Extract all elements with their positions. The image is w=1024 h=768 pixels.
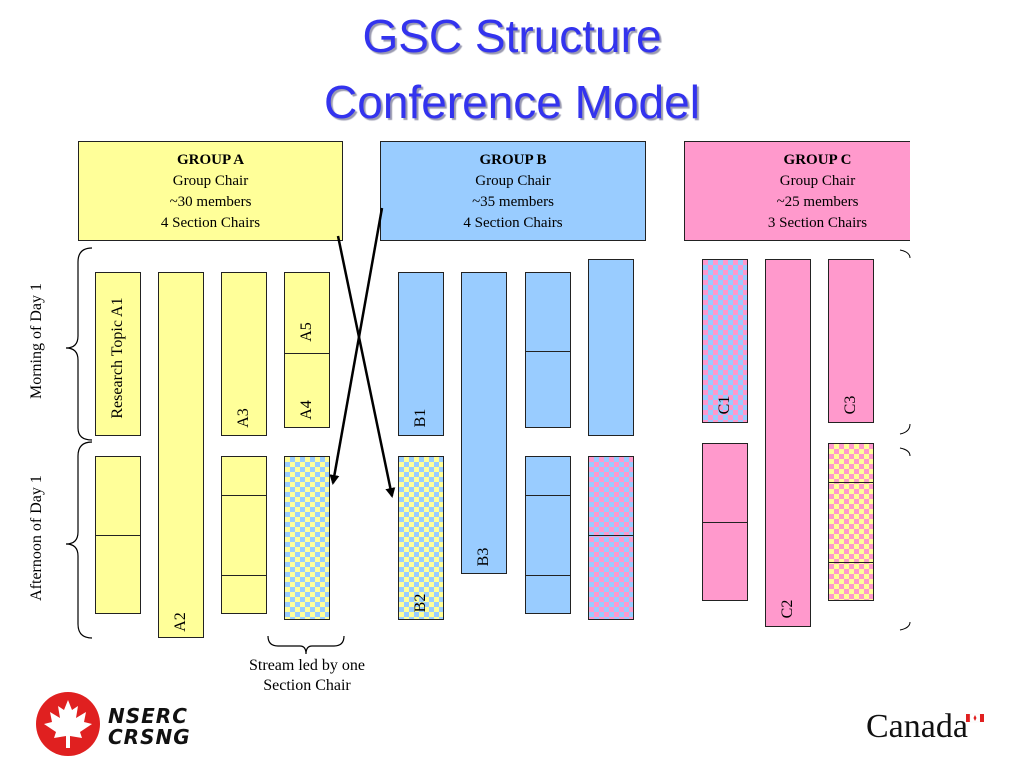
hybrid-stream-cy bbox=[828, 443, 874, 601]
stream-divider bbox=[589, 535, 633, 536]
group-b-box: GROUP B Group Chair ~35 members 4 Sectio… bbox=[380, 141, 646, 241]
arrow-a-to-b2 bbox=[336, 235, 396, 498]
stream-c3 bbox=[828, 259, 874, 423]
stream-b5 bbox=[588, 259, 634, 436]
canada-flag-icon bbox=[966, 713, 984, 723]
stream-divider bbox=[829, 482, 873, 483]
slide-title-line-2: Conference Model bbox=[324, 76, 700, 128]
group-a-box: GROUP A Group Chair ~30 members 4 Sectio… bbox=[78, 141, 343, 241]
stream-b3-label: B3 bbox=[475, 547, 492, 567]
group-b-members: ~35 members bbox=[472, 194, 554, 210]
stream-caption-line-2: Section Chair bbox=[263, 677, 351, 694]
stream-a3-afternoon bbox=[221, 456, 267, 614]
stream-divider bbox=[222, 495, 266, 496]
hybrid-stream-ab bbox=[284, 456, 330, 620]
stream-a1-label: Research Topic A1 bbox=[109, 297, 126, 419]
nserc-wordmark: NSERC bbox=[108, 704, 188, 728]
group-c-members: ~25 members bbox=[776, 194, 859, 210]
group-c-name: GROUP C bbox=[783, 152, 852, 168]
right-bracket-afternoon bbox=[899, 447, 911, 457]
slide-title-line-1: GSC Structure bbox=[362, 10, 662, 62]
arrow-b-to-a-hybrid bbox=[329, 207, 384, 485]
group-c-sections: 3 Section Chairs bbox=[767, 215, 868, 231]
stream-a4-a5 bbox=[284, 272, 330, 428]
hybrid-stream-bc bbox=[588, 456, 634, 620]
morning-brace bbox=[65, 247, 93, 441]
stream-caption: Stream led by one Section Chair bbox=[232, 656, 382, 696]
group-b-chair: Group Chair bbox=[475, 173, 551, 189]
group-a-sections: 4 Section Chairs bbox=[160, 215, 261, 231]
stream-b1-label: B1 bbox=[412, 408, 429, 428]
stream-b4 bbox=[525, 272, 571, 428]
stream-a5-label: A5 bbox=[298, 322, 315, 342]
afternoon-brace bbox=[65, 441, 93, 639]
stream-b4-afternoon bbox=[525, 456, 571, 614]
group-b-sections: 4 Section Chairs bbox=[463, 215, 563, 231]
stream-divider bbox=[96, 535, 140, 536]
group-c-box: GROUP C Group Chair ~25 members 3 Sectio… bbox=[684, 141, 910, 241]
right-bracket-afternoon-end bbox=[899, 621, 911, 631]
stream-divider bbox=[222, 575, 266, 576]
stream-brace bbox=[267, 635, 345, 655]
stream-b1 bbox=[398, 272, 444, 436]
stream-caption-line-1: Stream led by one bbox=[249, 657, 365, 674]
stream-a1 bbox=[95, 272, 141, 436]
stream-b2-hybrid bbox=[398, 456, 444, 620]
stream-divider bbox=[285, 353, 329, 354]
stream-c1-label: C1 bbox=[716, 395, 733, 415]
group-a-members: ~30 members bbox=[169, 194, 252, 210]
stream-divider bbox=[526, 575, 570, 576]
stream-divider bbox=[829, 562, 873, 563]
stream-c1-hybrid bbox=[702, 259, 748, 423]
canada-wordmark: Canada bbox=[866, 708, 968, 745]
stream-a4-label: A4 bbox=[298, 400, 315, 420]
stream-divider bbox=[526, 351, 570, 352]
group-c-chair: Group Chair bbox=[779, 173, 856, 189]
stream-a2 bbox=[158, 272, 204, 638]
stream-c3-label: C3 bbox=[842, 395, 859, 415]
stream-b2-label: B2 bbox=[412, 593, 429, 613]
stream-c2-label: C2 bbox=[779, 599, 796, 619]
crsng-wordmark: CRSNG bbox=[108, 725, 191, 749]
morning-session-label: Morning of Day 1 bbox=[28, 283, 45, 399]
afternoon-session-label: Afternoon of Day 1 bbox=[28, 475, 45, 601]
stream-a1-afternoon bbox=[95, 456, 141, 614]
stream-divider bbox=[703, 522, 747, 523]
stream-b3 bbox=[461, 272, 507, 574]
stream-a2-label: A2 bbox=[172, 612, 189, 632]
stream-a3 bbox=[221, 272, 267, 436]
right-bracket-morning bbox=[899, 249, 911, 259]
group-a-name: GROUP A bbox=[176, 152, 245, 168]
group-a-chair: Group Chair bbox=[172, 173, 249, 189]
nserc-maple-leaf-icon bbox=[36, 692, 100, 756]
stream-c2 bbox=[765, 259, 811, 627]
stream-c1-afternoon bbox=[702, 443, 748, 601]
stream-a3-label: A3 bbox=[235, 408, 252, 428]
nserc-logo-text: NSERC CRSNG bbox=[108, 706, 191, 748]
stream-divider bbox=[526, 495, 570, 496]
group-b-name: GROUP B bbox=[479, 152, 547, 168]
right-bracket-morning-end bbox=[899, 423, 911, 435]
